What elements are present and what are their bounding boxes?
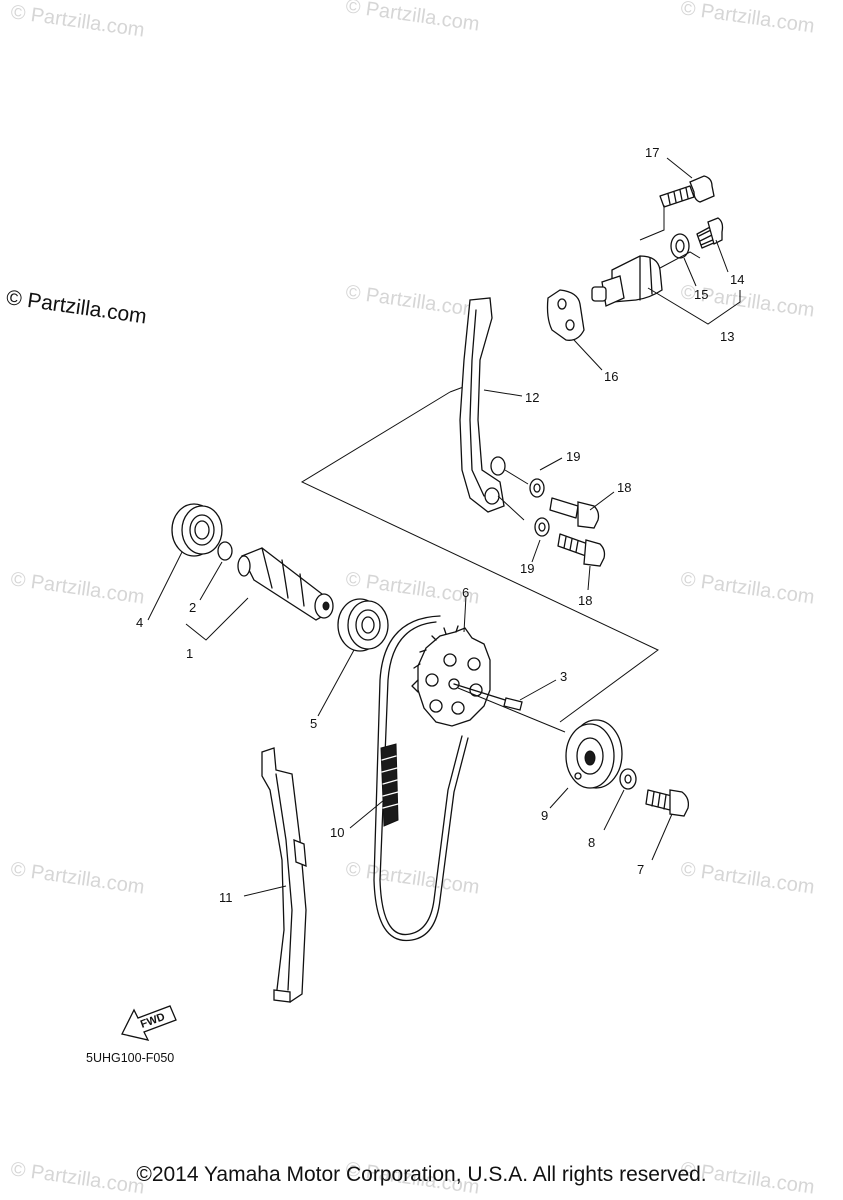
copyright-notice: ©2014 Yamaha Motor Corporation, U.S.A. A… — [136, 1163, 707, 1186]
part-5-bearing[interactable] — [337, 598, 389, 652]
part-7-bolt[interactable] — [645, 789, 690, 817]
callout-3[interactable]: 3 — [560, 669, 567, 684]
watermark-text: © Partzilla.com — [344, 858, 481, 899]
watermark-text: © Partzilla.com — [344, 281, 481, 322]
part-19-washer[interactable] — [529, 478, 545, 498]
callout-11[interactable]: 11 — [219, 890, 233, 905]
callout-6[interactable]: 6 — [462, 585, 469, 600]
watermark-text: © Partzilla.com — [344, 0, 481, 36]
callout-10[interactable]: 10 — [330, 825, 344, 840]
part-9-sprocket-plate[interactable] — [565, 719, 623, 789]
callout-16[interactable]: 16 — [604, 369, 618, 384]
callout-13[interactable]: 13 — [720, 329, 734, 344]
part-17-bolt[interactable] — [639, 175, 715, 241]
callout-19[interactable]: 19 — [566, 449, 580, 464]
watermark-text: © Partzilla.com — [679, 0, 816, 38]
watermark-text: © Partzilla.com — [9, 858, 146, 899]
callout-9[interactable]: 9 — [541, 808, 548, 823]
callout-7[interactable]: 7 — [637, 862, 644, 877]
callout-18[interactable]: 18 — [617, 480, 631, 495]
watermark-text: © Partzilla.com — [9, 568, 146, 609]
part-2-o-ring[interactable] — [217, 541, 233, 561]
part-12-chain-guide-intake[interactable] — [459, 297, 529, 521]
part-19-washer[interactable] — [534, 517, 550, 537]
watermark-text: © Partzilla.com — [679, 568, 816, 609]
part-18-bolt[interactable] — [557, 533, 606, 567]
part-16-tensioner-gasket[interactable] — [546, 289, 585, 341]
callout-1[interactable]: 1 — [186, 646, 193, 661]
callout-2[interactable]: 2 — [189, 600, 196, 615]
watermark-text: © Partzilla.com — [679, 858, 816, 899]
watermark-text: © Partzilla.com — [9, 1, 146, 42]
part-18-bolt[interactable] — [549, 497, 600, 529]
diagram-code: 5UHG100-F050 — [86, 1051, 175, 1065]
callout-17[interactable]: 17 — [645, 145, 659, 160]
part-8-washer[interactable] — [619, 768, 637, 790]
callout-14[interactable]: 14 — [730, 272, 744, 287]
part-13-tensioner-assembly[interactable] — [591, 251, 701, 307]
part-4-bearing[interactable] — [171, 503, 223, 557]
callout-5[interactable]: 5 — [310, 716, 317, 731]
part-1-camshaft[interactable] — [237, 547, 334, 621]
callout-labels: 1 2 3 4 5 6 7 8 9 10 11 12 13 14 15 16 1… — [136, 145, 744, 905]
callout-leaders — [147, 157, 741, 897]
part-11-chain-guide-exhaust[interactable] — [261, 747, 307, 1003]
callout-18[interactable]: 18 — [578, 593, 592, 608]
fwd-arrow-icon: FWD — [121, 1005, 177, 1041]
callout-4[interactable]: 4 — [136, 615, 143, 630]
part-10-cam-chain[interactable] — [373, 615, 469, 942]
part-3-dowel-pin[interactable] — [453, 683, 566, 733]
callout-19[interactable]: 19 — [520, 561, 534, 576]
callout-8[interactable]: 8 — [588, 835, 595, 850]
callout-12[interactable]: 12 — [525, 390, 539, 405]
assembly-reference-line — [300, 391, 659, 723]
part-14-cap-bolt[interactable] — [696, 217, 724, 249]
callout-15[interactable]: 15 — [694, 287, 708, 302]
part-15-gasket[interactable] — [670, 233, 690, 259]
part-6-cam-sprocket[interactable] — [411, 625, 491, 727]
